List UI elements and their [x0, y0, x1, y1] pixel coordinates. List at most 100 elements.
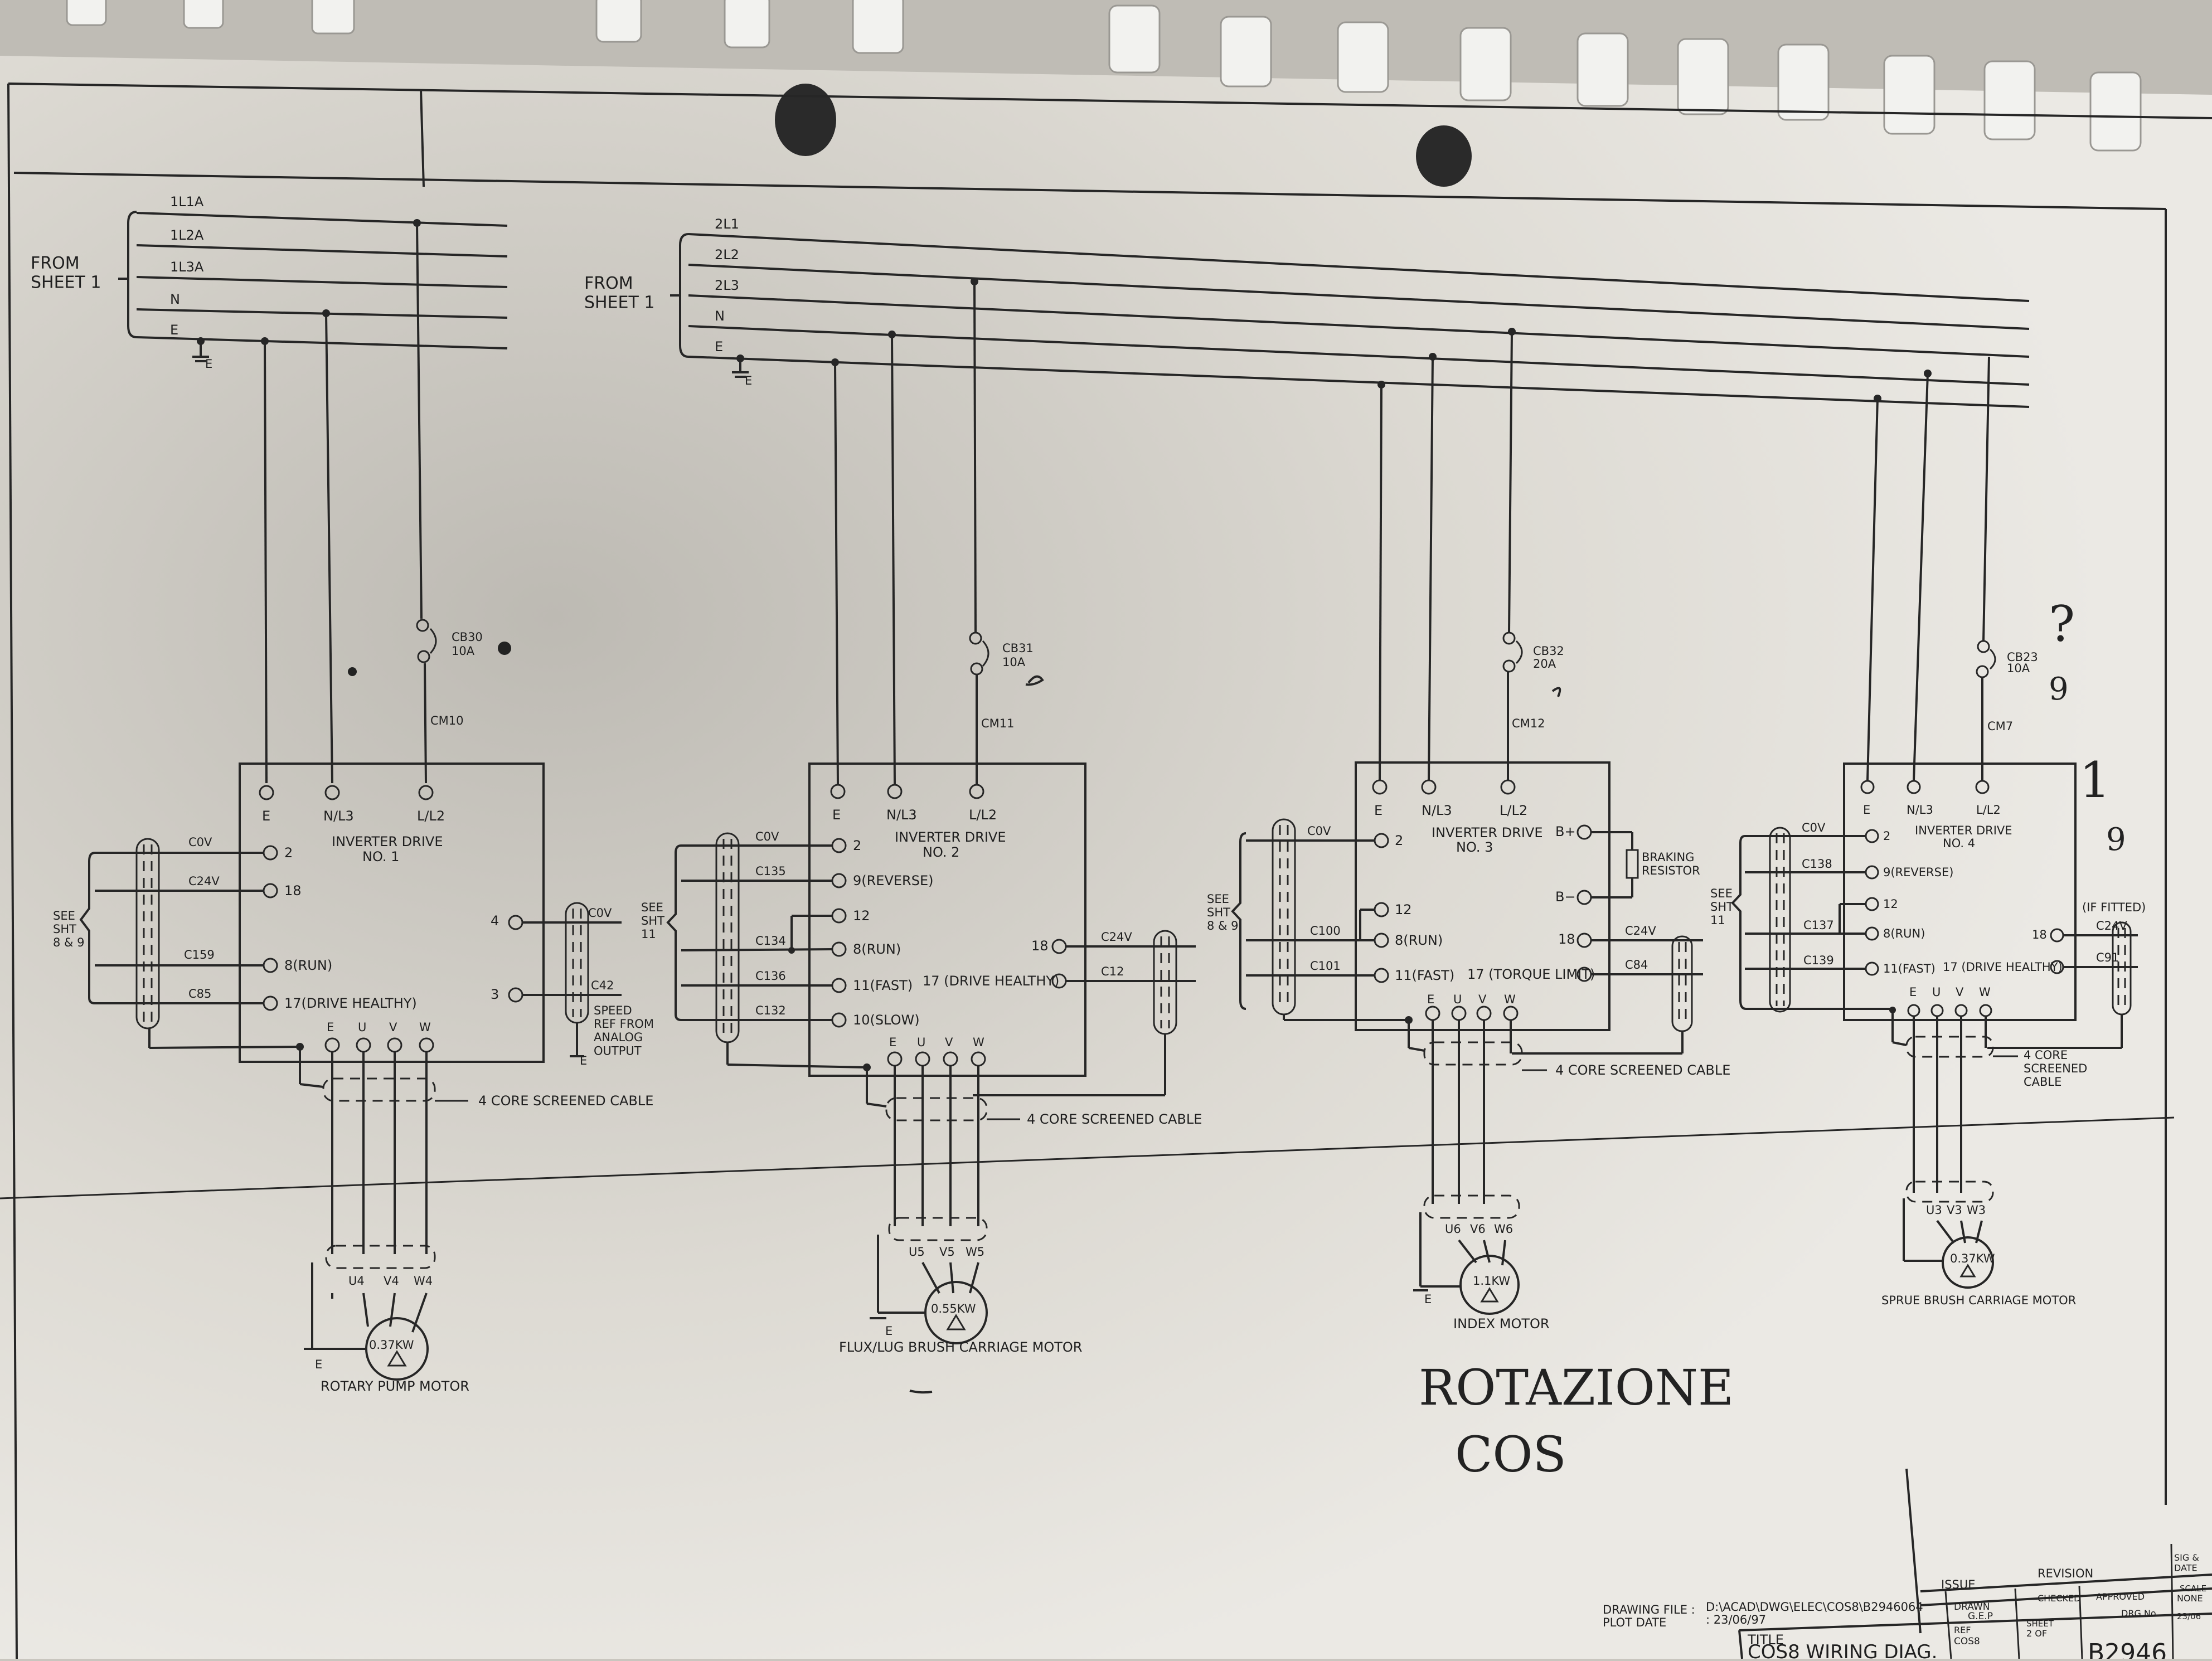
date-value: 23/06 — [2177, 1611, 2201, 1621]
checked-label: CHECKED — [2038, 1593, 2080, 1604]
terminal-label: L/L2 — [417, 808, 445, 824]
terminal-label: 8(RUN) — [1395, 933, 1443, 948]
paper — [0, 56, 2212, 1659]
terminal-label: E — [1374, 803, 1382, 818]
terminal-label: 4 — [491, 913, 499, 929]
cable-label: C42 — [591, 979, 614, 992]
drive-title: INVERTER DRIVE — [1915, 824, 2012, 837]
drive-number: NO. 2 — [923, 844, 959, 860]
line-label: E — [715, 339, 723, 354]
inverter-drive-1: CB30 10A CM10 E N/L3 L/L2 INVERTER DRIVE… — [53, 219, 654, 1394]
earth-label: E — [315, 1358, 322, 1371]
inverter-drive-3: CB32 20A CM12 E N/L3 L/L2 INVERTER DRIVE… — [1207, 328, 1730, 1332]
drive-number: NO. 3 — [1456, 839, 1493, 855]
terminal-label: W — [1979, 985, 1991, 999]
terminal-label: 8(RUN) — [1883, 927, 1925, 940]
line-label: 1L1A — [170, 194, 204, 210]
issue-label: ISSUE — [1941, 1578, 1976, 1591]
terminal-label: E — [889, 1036, 896, 1049]
handwritten-notes: ROTAZIONE COS ? 9 1 9 — [348, 595, 2126, 1483]
terminal-label: U6 — [1445, 1222, 1461, 1236]
earth-label: E — [1424, 1293, 1432, 1306]
terminal-label: 17(DRIVE HEALTHY) — [284, 995, 417, 1011]
motor-rating: 0.55KW — [931, 1302, 976, 1315]
cable-note: 4 CORE SCREENED CABLE — [1555, 1062, 1730, 1078]
handwritten-mark: 9 — [2049, 671, 2069, 707]
drawn-label: DRAWN — [1954, 1601, 1990, 1613]
terminal-label: V3 — [1947, 1203, 1962, 1217]
drive-title: INVERTER DRIVE — [895, 829, 1006, 845]
handwritten-note: COS — [1455, 1426, 1566, 1483]
handwritten-mark: 1 — [2079, 751, 2111, 809]
terminal-label: U5 — [909, 1245, 925, 1259]
terminal-label: 2 — [1395, 833, 1403, 848]
cable-label: C0V — [1802, 821, 1826, 834]
earth-label: E — [580, 1054, 587, 1067]
terminal-label: 12 — [1883, 897, 1898, 911]
cable-note: 4 CORE SCREENED CABLE — [478, 1093, 653, 1109]
approved-label: APPROVED — [2096, 1591, 2145, 1602]
scale-value: NONE — [2177, 1593, 2203, 1604]
terminal-label: 2 — [853, 838, 861, 853]
ref-label: REF — [1954, 1625, 1971, 1635]
cable-label: C134 — [755, 934, 786, 948]
cable-note: 4 CORE SCREENED CABLE — [1027, 1111, 1202, 1127]
cable-label: C24V — [1625, 924, 1656, 938]
cable-label: CM7 — [1987, 720, 2013, 733]
cable-label: C138 — [1802, 857, 1832, 871]
line-label: 1L3A — [170, 259, 204, 275]
cable-label: CM10 — [430, 714, 464, 727]
cable-label: CM12 — [1512, 717, 1545, 730]
terminal-label: V6 — [1470, 1222, 1486, 1236]
motor-rating: 0.37KW — [369, 1338, 414, 1352]
drive-box — [239, 762, 545, 1063]
drawing-title: COS8 WIRING DIAG. — [1748, 1641, 1937, 1659]
drive-title: INVERTER DRIVE — [332, 834, 443, 849]
punch-hole — [775, 84, 836, 156]
breaker-rating: 10A — [1002, 655, 1026, 669]
cable-label: C139 — [1803, 954, 1834, 967]
handwritten-mark: 9 — [2106, 822, 2126, 858]
terminal-label: N/L3 — [1907, 803, 1933, 817]
terminal-label: 8(RUN) — [284, 958, 332, 973]
terminal-label: 18 — [284, 883, 302, 899]
motor-name: FLUX/LUG BRUSH CARRIAGE MOTOR — [839, 1339, 1082, 1355]
terminal-label: N/L3 — [886, 807, 917, 823]
breaker-rating: 10A — [452, 644, 475, 658]
plot-date-label: PLOT DATE — [1603, 1616, 1666, 1629]
terminal-label: 18 — [2032, 928, 2047, 941]
terminal-label: L/L2 — [1500, 803, 1527, 818]
drawing-file-label: DRAWING FILE : — [1603, 1603, 1695, 1616]
motor-name: INDEX MOTOR — [1453, 1316, 1550, 1332]
title-label: TITLE — [1747, 1632, 1784, 1648]
cable-label: C84 — [1625, 958, 1648, 972]
motor-symbol — [1942, 1236, 1994, 1289]
terminal-label: 11(FAST) — [1883, 962, 1936, 975]
terminal-label: E — [327, 1021, 334, 1034]
title-block: DRAWING FILE : D:\ACAD\DWG\ELEC\COS8\B29… — [1603, 1468, 2212, 1661]
earth-label: E — [885, 1324, 892, 1338]
line-label: 1L2A — [170, 227, 204, 243]
cable-label: C85 — [188, 987, 211, 1001]
cable-label: C0V — [755, 830, 779, 843]
cable-label: C0V — [588, 906, 612, 920]
punch-hole — [1416, 125, 1472, 187]
cable-label: C136 — [755, 969, 786, 983]
breaker-label: CB30 — [452, 630, 483, 644]
terminal-label: W — [1504, 993, 1516, 1006]
cable-label: C24V — [2096, 919, 2127, 933]
terminal-label: 8(RUN) — [853, 941, 901, 957]
drive-number: NO. 4 — [1943, 837, 1975, 850]
line-label: N — [715, 308, 725, 324]
terminal-label: W — [973, 1036, 984, 1049]
drive-number: NO. 1 — [362, 849, 399, 865]
terminal-label: 9(REVERSE) — [1883, 866, 1953, 879]
line-label: E — [170, 322, 178, 338]
terminal-label: L/L2 — [969, 807, 997, 823]
